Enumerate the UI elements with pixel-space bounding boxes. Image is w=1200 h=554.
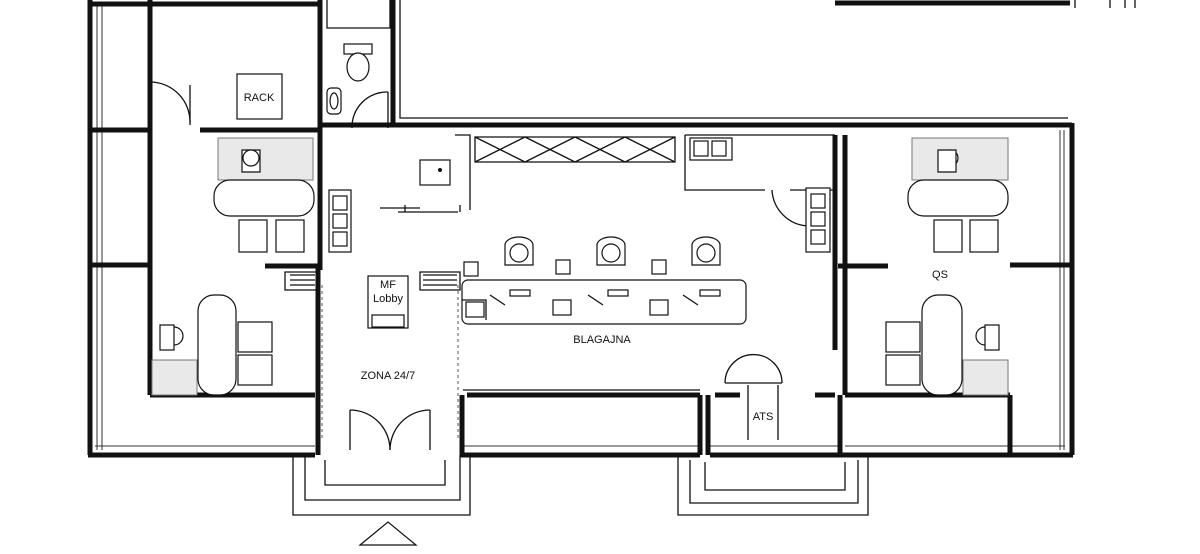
left-office xyxy=(151,137,315,396)
right-office: QS xyxy=(885,137,1009,396)
ats-room: ATS xyxy=(753,411,774,423)
ats-label: ATS xyxy=(753,411,774,423)
zone-24-7: MF Lobby ZONA 24/7 xyxy=(284,271,461,440)
doors xyxy=(149,81,809,451)
entrance-canopies xyxy=(292,455,869,546)
mf-lobby-label-line2: Lobby xyxy=(373,293,403,305)
cashier-label: BLAGAJNA xyxy=(573,334,631,346)
interior-walls xyxy=(88,0,1072,455)
wc-room xyxy=(326,43,451,186)
mf-lobby-label-line1: MF xyxy=(380,279,396,291)
lockers xyxy=(328,137,831,253)
rack-label: RACK xyxy=(244,92,275,104)
cashier-counter: BLAGAJNA xyxy=(461,236,747,346)
qs-label: QS xyxy=(932,269,948,281)
chair-3 xyxy=(691,236,721,266)
chair-2 xyxy=(596,236,626,266)
entrance-arrow-icon xyxy=(358,521,418,546)
zone-24-7-label: ZONA 24/7 xyxy=(361,370,415,382)
top-right-fragment xyxy=(835,0,1136,8)
chair-1 xyxy=(504,236,534,266)
rack: RACK xyxy=(236,73,283,120)
